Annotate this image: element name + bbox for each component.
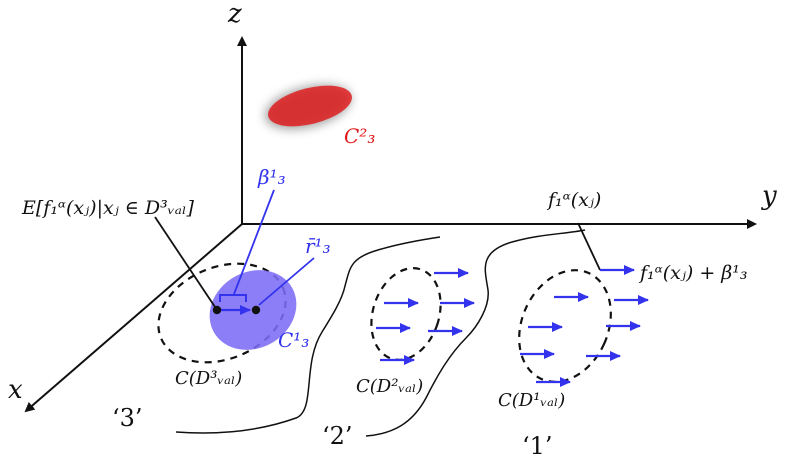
region2-label: ‘2’	[322, 422, 353, 450]
mean-point	[212, 305, 222, 315]
cd3-label: C(D³ᵥₐₗ)	[175, 368, 242, 389]
expectation-label: E[f₁ᵅ(xⱼ)|xⱼ ∈ D³ᵥₐₗ]	[21, 197, 195, 219]
rbar-label: r̄¹₃	[305, 234, 331, 258]
region3-label: ‘3’	[112, 404, 143, 432]
rbar-leader	[258, 257, 315, 306]
dashed-boundary-2	[370, 267, 442, 361]
c31-label: C¹₃	[278, 328, 309, 352]
red-cluster	[268, 85, 352, 127]
f-leader	[577, 222, 601, 271]
separator-curve-left	[175, 236, 441, 434]
region1-arrows	[520, 265, 649, 387]
cd1-label: C(D¹ᵥₐₗ)	[498, 390, 565, 411]
f-plus-beta-label: f₁ᵅ(xⱼ) + β¹₃	[638, 262, 748, 284]
beta-leader	[233, 189, 275, 295]
dashed-boundary-1	[518, 269, 612, 383]
c32-label: C²₃	[344, 124, 375, 148]
z-axis-label: z	[227, 0, 242, 29]
x-axis-label: x	[8, 375, 23, 405]
beta-bracket	[219, 294, 247, 302]
expectation-leader	[154, 216, 216, 308]
region2-arrows	[376, 268, 475, 365]
region1-label: ‘1’	[522, 432, 553, 460]
f-label: f₁ᵅ(xⱼ)	[546, 189, 601, 211]
x-axis	[24, 223, 243, 413]
y-axis-label: y	[761, 181, 777, 211]
shifted-point	[251, 305, 261, 315]
separator-curve-right	[365, 229, 586, 437]
cd2-label: C(D²ᵥₐₗ)	[356, 376, 423, 397]
beta-label: β¹₃	[257, 165, 286, 189]
